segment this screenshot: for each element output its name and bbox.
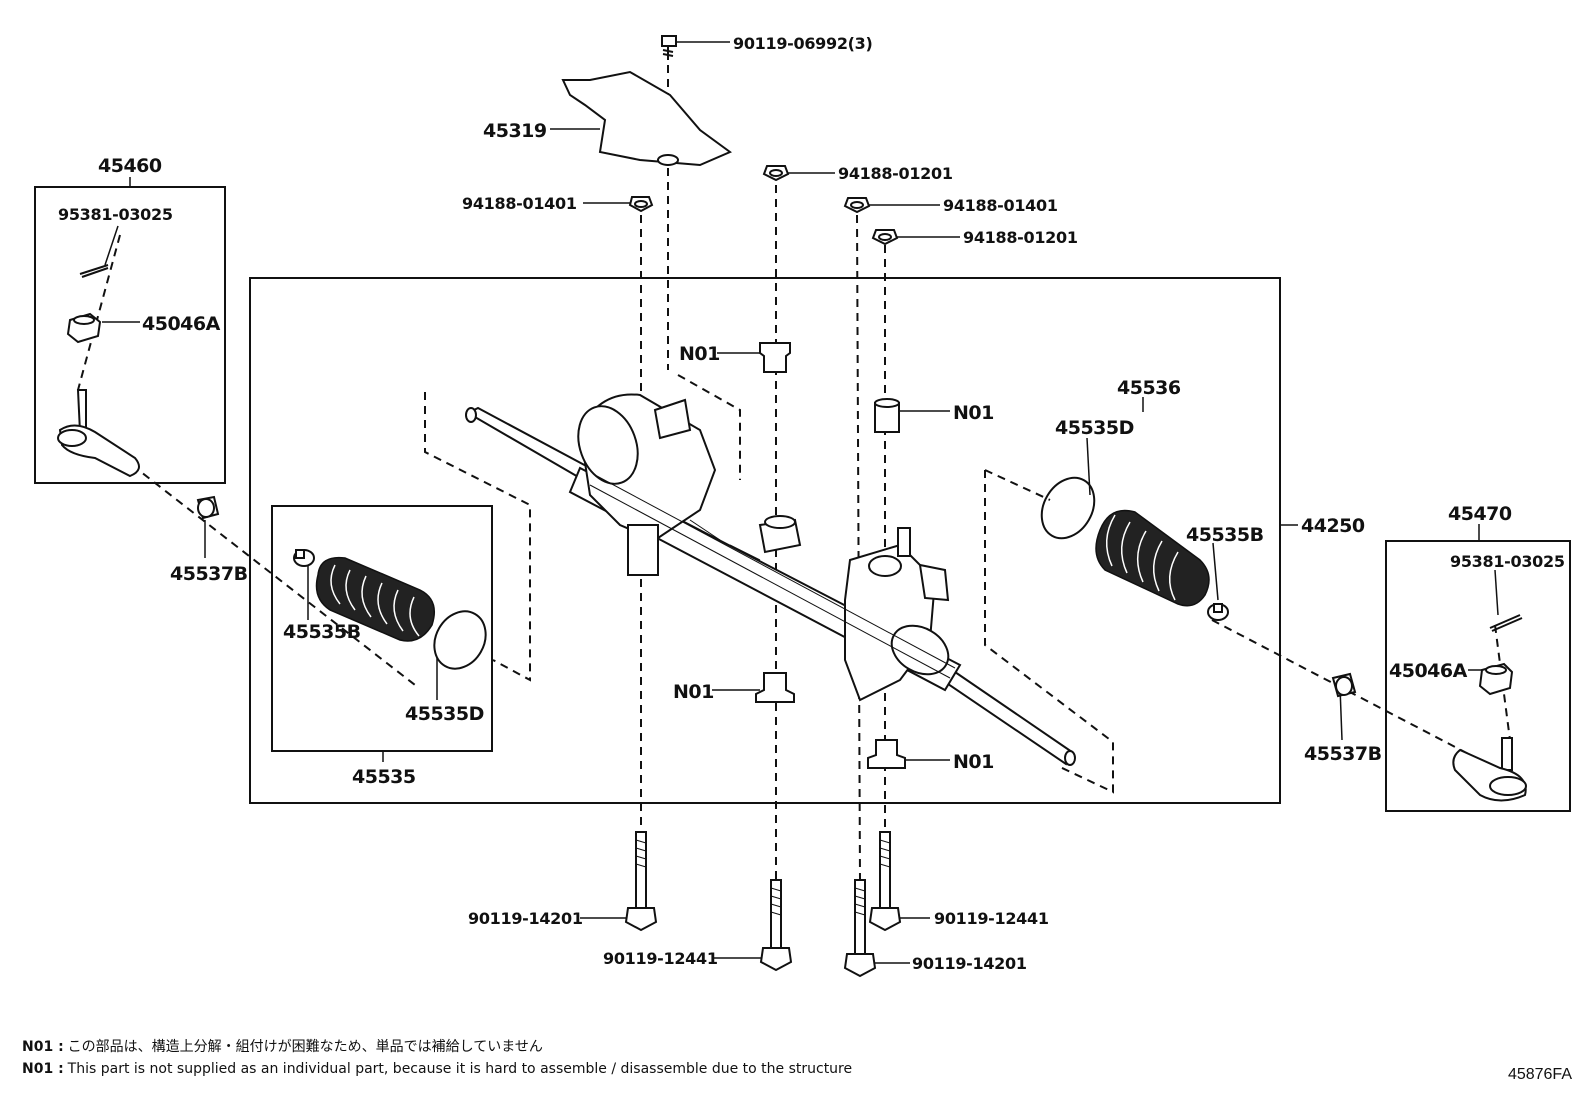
bushing-icon [759,342,791,373]
tie-rod-end-right-icon [1452,737,1527,802]
label-clamp-right-d: 45535D [1055,417,1134,439]
lock-nut-icon [1331,672,1357,698]
clamp-icon [293,549,315,567]
label-bushing-top-right: N01 [953,402,994,424]
label-washer-left-a: 94188-01401 [462,194,577,213]
label-clamp-right-b: 45535B [1186,524,1264,546]
label-bolt-bottom-2: 90119-12441 [603,949,718,968]
bolt-bottom-icon [624,831,658,932]
label-boot-assy-right: 45536 [1117,377,1181,399]
label-washer-mid-c: 94188-01201 [963,228,1078,247]
label-bolt-bottom-1: 90119-14201 [468,909,583,928]
note-text: This part is not supplied as an individu… [67,1061,853,1077]
castle-nut-icon [66,312,102,344]
cover-icon [561,70,732,167]
label-bushing-bottom-right: N01 [953,751,994,773]
label-lock-nut-right: 45537B [1304,743,1382,765]
clamp-ring-icon [433,610,487,670]
bolt-top-icon [661,35,677,60]
label-gear-assy: 44250 [1301,515,1365,537]
clamp-icon [1207,603,1229,621]
note-ja: N01 :この部品は、構造上分解・組付けが困難なため、単品では補給していません [22,1036,543,1056]
label-nut-right: 45046A [1389,660,1468,682]
note-text: この部品は、構造上分解・組付けが困難なため、単品では補給していません [67,1039,543,1055]
note-en: N01 :This part is not supplied as an ind… [22,1061,852,1077]
cotter-pin-icon [1489,614,1523,632]
label-lock-nut-left: 45537B [170,563,248,585]
tie-rod-end-left-icon [57,389,140,478]
washer-nut-icon [762,165,790,182]
label-boot-assy-left: 45535 [352,766,416,788]
boot-left-frame [271,505,493,752]
note-code: N01 : [22,1039,64,1055]
washer-nut-icon [628,196,654,213]
label-bolt-top: 90119-06992(3) [733,34,873,53]
note-code: N01 : [22,1061,64,1077]
label-bolt-bottom-3: 90119-12441 [934,909,1049,928]
label-clamp-left-d: 45535D [405,703,484,725]
label-cotter-pin-right: 95381-03025 [1450,552,1565,571]
bolt-bottom-icon [868,831,902,932]
label-cover: 45319 [483,120,547,142]
castle-nut-icon [1478,662,1514,696]
bushing-icon [867,739,906,769]
lock-nut-icon [196,495,220,520]
label-bushing-top-left: N01 [679,343,720,365]
label-bushing-bottom-left: N01 [673,681,714,703]
clamp-ring-icon [1040,476,1096,540]
label-nut-left: 45046A [142,313,221,335]
label-cotter-pin-left: 95381-03025 [58,205,173,224]
label-tie-end-left-assy: 45460 [98,155,162,177]
tie-end-right-frame [1385,540,1571,812]
washer-nut-icon [871,229,899,246]
label-clamp-left-b: 45535B [283,621,361,643]
bellows-boot-left-icon [315,556,435,642]
bushing-icon [874,398,900,433]
cotter-pin-icon [79,264,109,278]
bushing-icon [755,672,795,703]
label-washer-mid-a: 94188-01201 [838,164,953,183]
catalog-code: 45876FA [1507,1066,1572,1083]
steering-gear-icon [465,393,1076,766]
bolt-bottom-icon [843,879,877,978]
bellows-boot-right-icon [1095,509,1210,607]
washer-nut-icon [843,197,871,214]
label-tie-end-right-assy: 45470 [1448,503,1512,525]
gear-assembly-frame [249,277,1281,804]
label-bolt-bottom-4: 90119-14201 [912,954,1027,973]
bolt-bottom-icon [759,879,793,972]
label-washer-mid-b: 94188-01401 [943,196,1058,215]
